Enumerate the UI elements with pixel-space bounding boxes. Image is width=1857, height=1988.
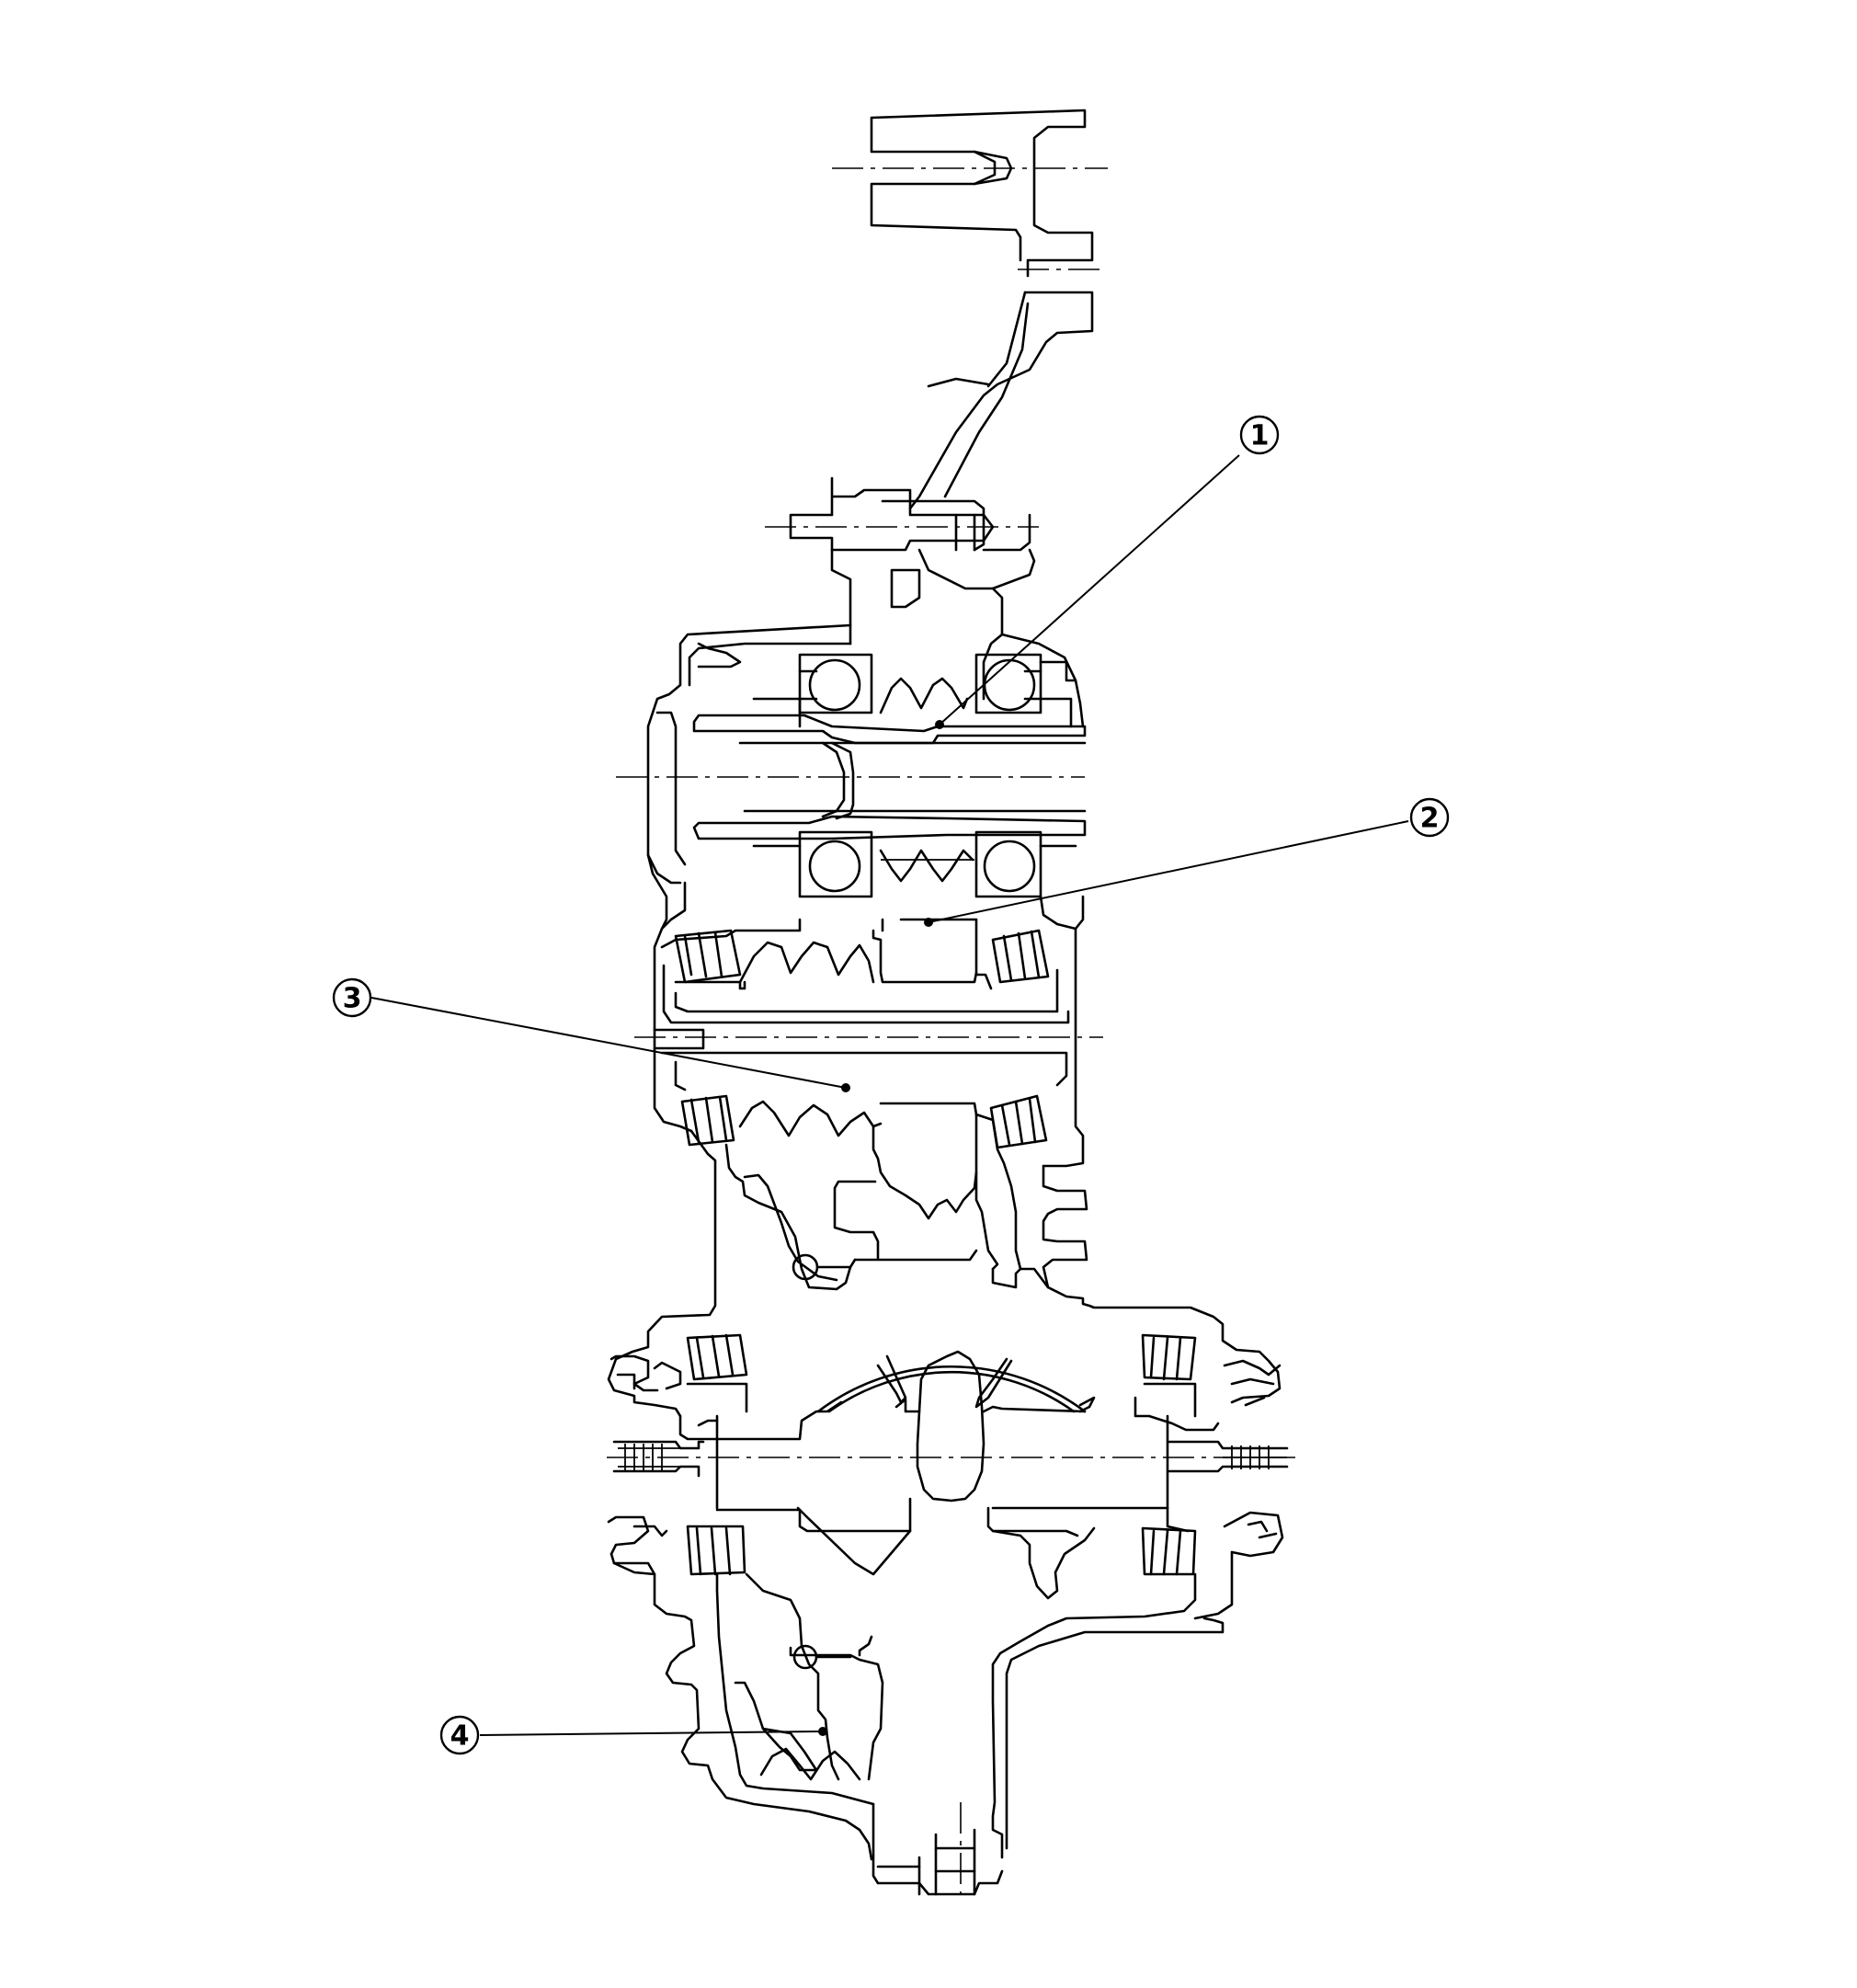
callout-1: 1	[1239, 415, 1280, 455]
callout-2: 2	[1409, 797, 1450, 838]
middle-gears	[738, 918, 993, 1137]
leader-dot-2	[924, 918, 933, 927]
centerlines	[607, 167, 1296, 1894]
leader-2	[928, 820, 1409, 923]
callout-4: 4	[439, 1715, 480, 1755]
leader-dot-3	[841, 1083, 850, 1092]
leader-4	[479, 1731, 824, 1736]
middle-bearings	[674, 929, 1050, 1149]
housing-bottom	[610, 1550, 1234, 1861]
callout-2-label: 2	[1420, 803, 1440, 835]
leader-dot-4	[818, 1727, 827, 1736]
callout-3-label: 3	[343, 983, 362, 1015]
housing-lower-mid	[607, 1113, 1282, 1418]
output-shafts	[612, 1414, 1289, 1510]
shift-rail	[789, 476, 1036, 646]
housing-middle	[653, 881, 1085, 1168]
leaders	[370, 454, 1409, 1736]
leader-dot-1	[935, 720, 944, 729]
callout-4-label: 4	[450, 1720, 470, 1753]
pinion	[734, 1572, 1004, 1896]
differential	[678, 1350, 1190, 1600]
leader-3	[370, 997, 847, 1089]
upper-shaft	[692, 714, 1087, 840]
callout-1-label: 1	[1250, 420, 1270, 452]
callout-3: 3	[332, 977, 372, 1018]
seals	[607, 1354, 1284, 1576]
shift-bracket	[870, 109, 1094, 510]
side-bearings	[686, 1333, 1220, 1576]
leader-1	[939, 454, 1240, 726]
housing-upper	[646, 623, 1085, 931]
upper-gear	[879, 677, 974, 883]
